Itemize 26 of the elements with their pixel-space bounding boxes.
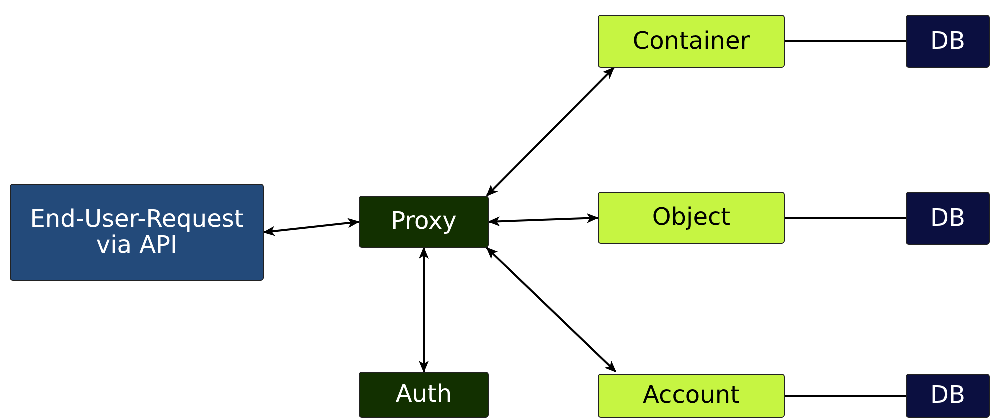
connector-line bbox=[785, 40, 906, 42]
database-box bbox=[906, 192, 990, 245]
double-arrow bbox=[486, 247, 617, 373]
node-label: DB bbox=[930, 383, 966, 409]
node-label: Auth bbox=[394, 382, 454, 408]
node-label: Object bbox=[651, 205, 732, 231]
node-label: DB bbox=[930, 28, 966, 54]
node-label: Proxy bbox=[390, 209, 458, 235]
service-box bbox=[359, 196, 489, 248]
double-arrow bbox=[419, 247, 429, 373]
node-label: Container bbox=[632, 28, 752, 54]
database-box bbox=[906, 15, 990, 68]
connector-line bbox=[785, 395, 906, 397]
database-box bbox=[906, 374, 990, 418]
node-label: DB bbox=[930, 206, 966, 232]
connector-line bbox=[785, 217, 906, 220]
double-arrow bbox=[488, 213, 599, 227]
node-label: End-User-Request via API bbox=[29, 207, 245, 258]
storage-server-box bbox=[598, 374, 785, 418]
service-box bbox=[359, 372, 489, 418]
storage-server-box bbox=[598, 15, 785, 68]
node-label: Account bbox=[642, 383, 741, 409]
storage-server-box bbox=[598, 192, 785, 244]
double-arrow bbox=[486, 67, 615, 197]
client-box bbox=[10, 184, 264, 281]
double-arrow bbox=[263, 218, 360, 236]
